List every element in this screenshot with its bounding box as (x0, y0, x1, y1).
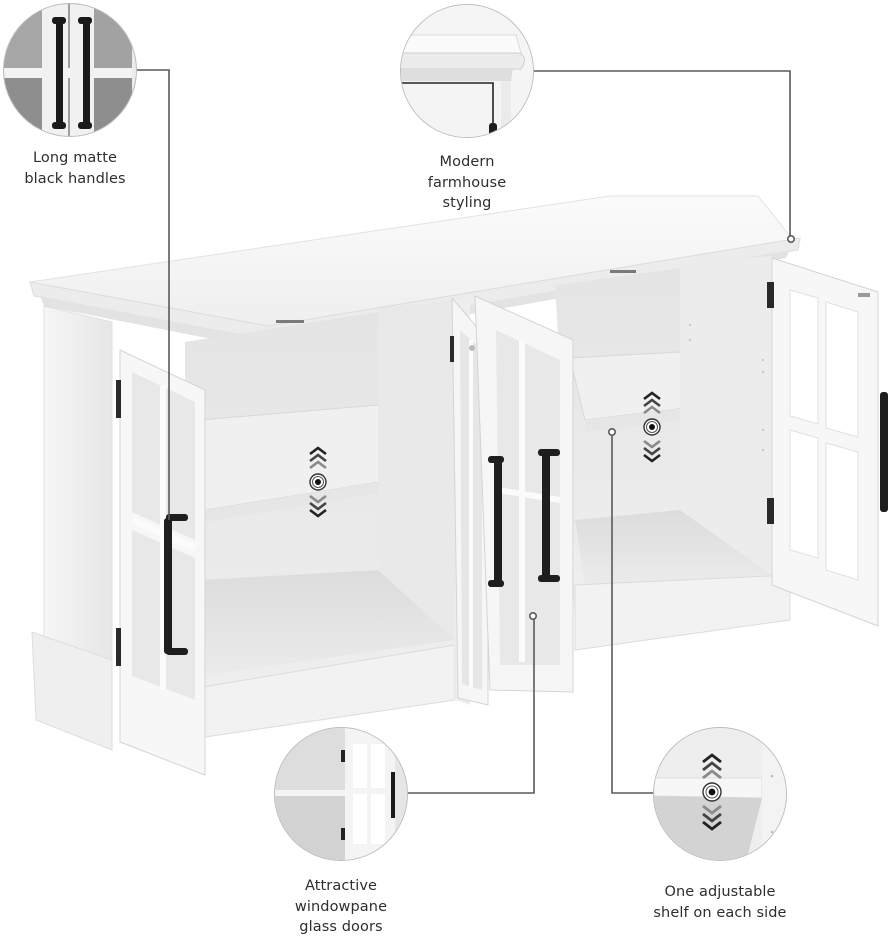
connector-styling-dot (786, 235, 795, 244)
left-compartment (184, 300, 457, 741)
connector-glass-doors (408, 618, 535, 794)
adjust-up-down-icon (309, 446, 327, 518)
door-left-inner (450, 296, 489, 706)
handles-zoom-icon (3, 3, 137, 137)
door-left-outer-handle (164, 514, 188, 655)
connector-shelf-dot (607, 427, 616, 436)
crown-molding-zoom-icon (400, 4, 534, 138)
connector-handles (136, 69, 170, 520)
door-left-outer (116, 349, 206, 776)
door-right-outer (767, 257, 879, 627)
cabinet-left-plinth (31, 631, 113, 751)
callout-connectors (136, 69, 795, 794)
right-compartment (555, 256, 791, 651)
adjust-up-down-icon (643, 391, 661, 463)
callout-label-shelf: One adjustable shelf on each side (653, 884, 787, 921)
connector-styling (534, 70, 791, 236)
door-right-outer-handle (880, 392, 888, 512)
callout-label-styling: Modern farmhouse styling (427, 154, 507, 211)
door-right-inner (474, 295, 574, 693)
adjustable-shelf-zoom-icon (653, 727, 787, 861)
door-center-handles (488, 449, 560, 587)
windowpane-door-zoom-icon (274, 727, 408, 861)
connector-glass-doors-dot (528, 611, 537, 620)
cabinet-top (28, 195, 802, 350)
callout-label-glass-doors: Attractive windowpane glass doors (294, 878, 388, 935)
connector-shelf (611, 434, 654, 794)
callout-label-handles: Long matte black handles (24, 150, 126, 187)
